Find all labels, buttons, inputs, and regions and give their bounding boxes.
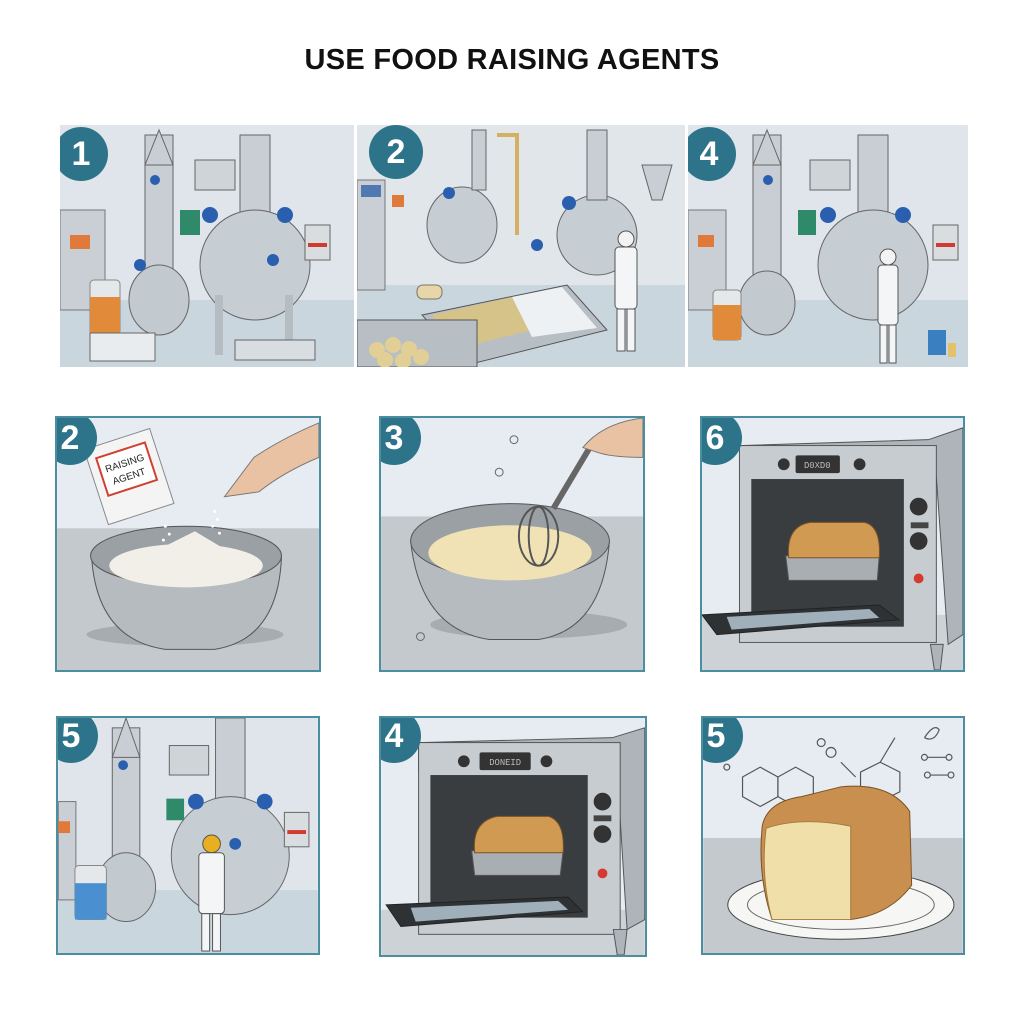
panel-row3-col3: 5: [701, 716, 965, 955]
industrial-plant-illustration: [60, 125, 354, 367]
panel-row1-col2: 2: [357, 125, 685, 367]
step-badge: 1: [60, 127, 108, 181]
panel-row2-col3: D0XD0 6: [700, 416, 965, 672]
industrial-plant-illustration: [688, 125, 968, 367]
molecule-diagram: [723, 727, 955, 808]
oven-with-cake-illustration: DONEID: [381, 718, 645, 955]
oven-with-cake-illustration: D0XD0: [702, 418, 963, 670]
oven-display: DONEID: [489, 758, 521, 768]
step-badge: 3: [381, 418, 421, 465]
panel-row3-col1: 5: [56, 716, 320, 955]
whisking-batter-illustration: [381, 418, 643, 670]
oven-display: D0XD0: [804, 461, 831, 471]
industrial-plant-illustration: [58, 718, 318, 953]
step-badge: 4: [688, 127, 736, 181]
panel-row1-col3: 4: [688, 125, 968, 367]
panel-row2-col1: RAISING AGENT 2: [55, 416, 321, 672]
step-badge: 2: [369, 125, 423, 179]
raising-agent-bowl-illustration: RAISING AGENT: [57, 418, 319, 670]
cake-on-plate-illustration: [703, 718, 963, 953]
panel-row1-col1: 1: [60, 125, 354, 367]
panel-row2-col2: 3: [379, 416, 645, 672]
panel-row3-col2: DONEID 4: [379, 716, 647, 957]
page-title: USE FOOD RAISING AGENTS: [304, 44, 720, 76]
step-badge: 5: [703, 718, 743, 763]
